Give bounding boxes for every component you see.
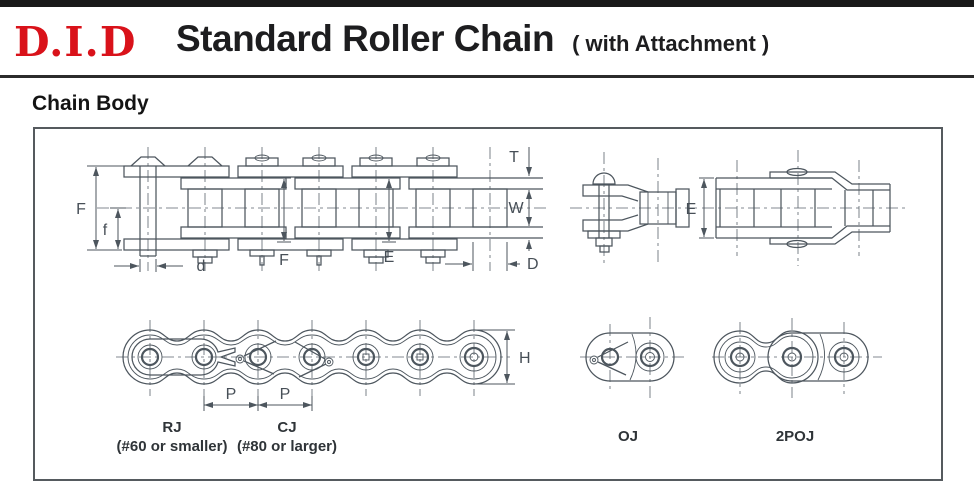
dim-label-H: H [519, 350, 531, 367]
caption-rj-note: (#60 or smaller) [117, 438, 228, 455]
page-top-rule [0, 0, 974, 7]
dim-label-d: d [197, 258, 206, 275]
poj-side-view-drawing: E [686, 150, 905, 266]
side-view-drawing: F f d F E T W D [76, 147, 548, 275]
did-logo: D.I.D [14, 18, 137, 66]
dim-label-F: F [76, 201, 86, 218]
plan-view-drawing: H P P RJ (#60 or smaller) CJ (#80 or lar… [116, 320, 531, 455]
section-heading: Chain Body [32, 92, 149, 115]
caption-cj-note: (#80 or larger) [237, 438, 337, 455]
dim-label-P1: P [226, 386, 237, 403]
oj-plan-view-drawing: OJ [580, 317, 686, 445]
header-separator-rule [0, 75, 974, 78]
dim-label-P2: P [280, 386, 291, 403]
dim-label-f: f [103, 222, 108, 239]
caption-cj: CJ [277, 419, 296, 436]
page-header: Standard Roller Chain ( with Attachment … [176, 18, 769, 60]
oj-side-view-drawing [570, 152, 698, 266]
poj-plan-view-drawing: 2POJ [712, 318, 882, 445]
dim-label-E2: E [384, 249, 395, 266]
dim-label-W: W [508, 200, 524, 217]
caption-rj: RJ [162, 419, 181, 436]
dim-label-T: T [509, 149, 519, 166]
dim-label-E: E [686, 201, 697, 218]
caption-oj: OJ [618, 428, 638, 445]
caption-poj: 2POJ [776, 428, 814, 445]
dim-label-D: D [527, 256, 539, 273]
page-title: Standard Roller Chain [176, 18, 555, 59]
diagram-box [33, 127, 943, 481]
dim-label-F2: F [279, 252, 289, 269]
page-subtitle: ( with Attachment ) [572, 31, 770, 56]
